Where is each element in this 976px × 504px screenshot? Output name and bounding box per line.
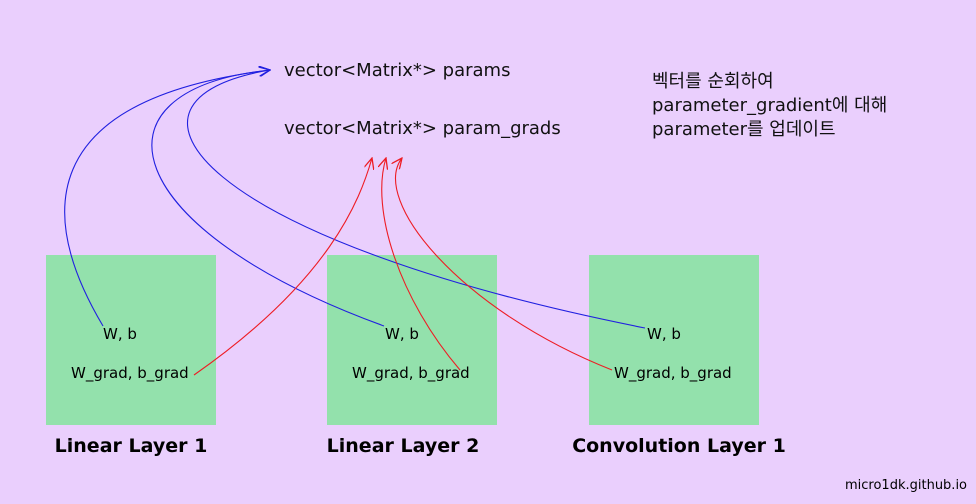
- params-vector-label: vector<Matrix*> params: [284, 60, 511, 81]
- note-line: parameter를 업데이트: [652, 119, 836, 140]
- note-line: 벡터를 순회하여: [652, 71, 774, 92]
- weights-label-convolution-1: W, b: [647, 325, 681, 343]
- weights-label-linear-2: W, b: [385, 325, 419, 343]
- site-watermark: micro1dk.github.io: [845, 478, 968, 493]
- layer-title-linear-2: Linear Layer 2: [326, 435, 480, 457]
- param-grads-vector-label: vector<Matrix*> param_grads: [284, 118, 561, 139]
- note-line: parameter_gradient에 대해: [652, 95, 888, 116]
- update-note: 벡터를 순회하여 parameter_gradient에 대해 paramete…: [652, 70, 887, 142]
- layer-title-convolution-1: Convolution Layer 1: [572, 435, 786, 457]
- grads-label-linear-2: W_grad, b_grad: [352, 364, 470, 382]
- grads-label-linear-1: W_grad, b_grad: [71, 364, 189, 382]
- grads-label-convolution-1: W_grad, b_grad: [614, 364, 732, 382]
- weights-label-linear-1: W, b: [103, 325, 137, 343]
- layer-title-linear-1: Linear Layer 1: [54, 435, 208, 457]
